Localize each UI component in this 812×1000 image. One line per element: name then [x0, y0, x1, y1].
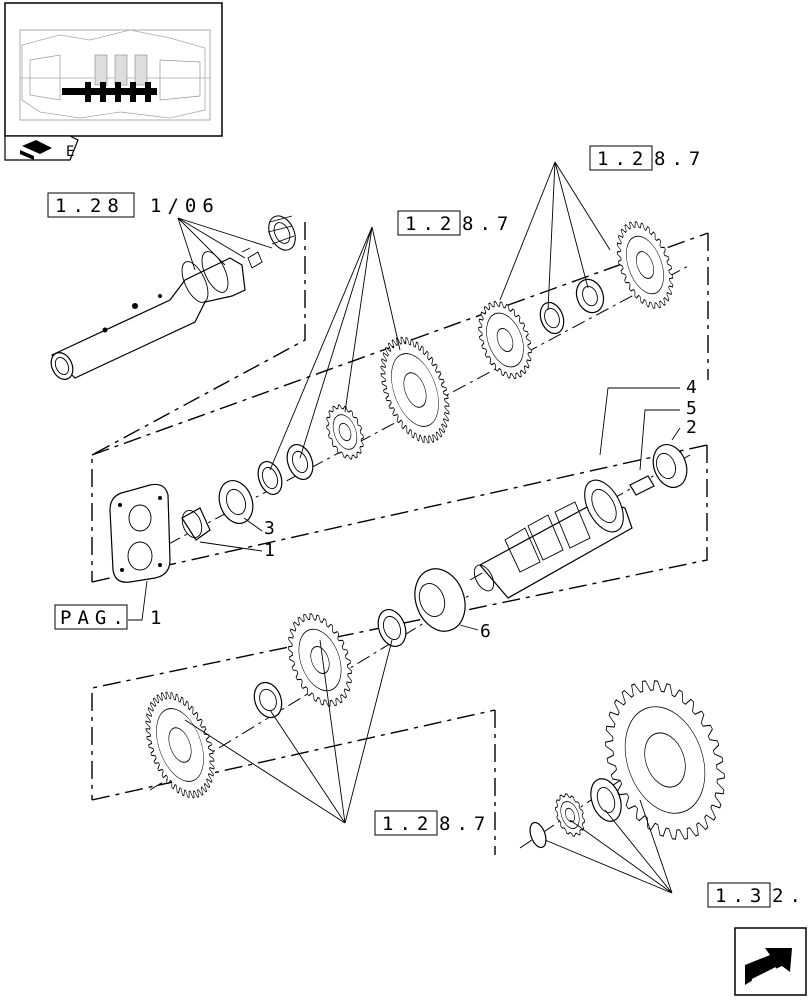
group-boundaries	[91, 222, 709, 855]
callout-2: 2	[686, 417, 697, 438]
gears-layer	[145, 221, 725, 840]
callout-numbers: 1 3 4 5 2 6	[264, 377, 697, 642]
ref-pag-boxed: PAG.	[60, 607, 130, 629]
book-page-icon[interactable]: E	[4, 135, 79, 161]
ref-a-boxed: 1.28	[55, 195, 125, 217]
bearing-6	[414, 568, 466, 632]
ref-b-boxed: 1.2	[405, 213, 457, 235]
ref-pag-rest: 1	[150, 607, 167, 629]
callout-5: 5	[686, 398, 697, 419]
ref-e-boxed: 1.3	[715, 885, 767, 907]
ref-c-rest: 8.7	[654, 148, 706, 170]
gear-upper-right	[616, 221, 674, 309]
page-label: E	[66, 144, 74, 160]
overview-thumbnail[interactable]	[4, 2, 223, 137]
ref-c[interactable]: 1.2 8.7	[589, 145, 706, 171]
small-spur-gear	[267, 215, 296, 251]
lower-rings	[253, 609, 622, 849]
ref-e[interactable]: 1.3 2.	[707, 882, 807, 908]
callout-1: 1	[264, 540, 275, 561]
ref-a[interactable]: 1.28 1/06	[47, 192, 220, 218]
ref-b[interactable]: 1.2 8.7	[397, 210, 514, 236]
next-page-arrow-icon[interactable]	[734, 927, 807, 996]
input-shaft	[50, 215, 296, 380]
synchronizer-lower	[145, 691, 215, 799]
leader-lines	[128, 161, 681, 894]
bushing-1	[181, 507, 211, 541]
ref-pag[interactable]: PAG. 1	[54, 604, 167, 630]
large-spur-gear	[605, 680, 725, 840]
transmission-overview-icon	[19, 29, 211, 121]
ref-c-boxed: 1.2	[597, 148, 649, 170]
callout-3: 3	[264, 518, 275, 539]
ref-a-rest: 1/06	[150, 195, 220, 217]
bearing-3	[218, 480, 254, 524]
synchronizer-upper	[380, 336, 450, 444]
pin-5	[629, 475, 655, 496]
bearing-2	[652, 444, 688, 488]
gear-double-upper-mid	[478, 301, 532, 379]
upper-rings	[257, 278, 605, 496]
callout-4: 4	[686, 377, 697, 398]
ref-d-rest: 8.7	[439, 813, 491, 835]
callout-6: 6	[480, 621, 491, 642]
ref-b-rest: 8.7	[462, 213, 514, 235]
gear-double-small-upper	[326, 404, 364, 460]
countershaft-4	[473, 479, 633, 599]
small-cluster-gear	[555, 793, 585, 837]
gear-double-lower	[288, 613, 352, 707]
ref-e-rest: 2.	[772, 885, 807, 907]
ref-d[interactable]: 1.2 8.7	[374, 810, 491, 836]
cover-plate	[109, 483, 171, 583]
ref-d-boxed: 1.2	[382, 813, 434, 835]
